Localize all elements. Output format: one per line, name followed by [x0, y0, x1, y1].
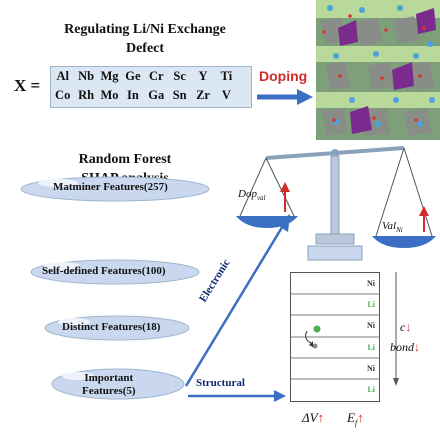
electronic-arrow-line	[184, 223, 286, 387]
ef-up-arrow: ↑	[357, 410, 364, 425]
feature-label-4-line-2: Features(5)	[82, 385, 136, 397]
feature-label-1: Matminer Features(257)	[53, 181, 168, 193]
feature-label-2: Self-defined Features(100)	[42, 265, 166, 277]
doping-label: Doping	[259, 68, 308, 84]
feature-label-4: Important Features(5)	[82, 372, 136, 398]
feature-disk-1	[20, 176, 210, 202]
title-line-2: Defect	[125, 41, 165, 56]
grey-atom	[312, 343, 318, 349]
dopant-row2-cell: V	[221, 88, 231, 102]
feature-label-4-line-1: Important	[84, 372, 134, 384]
dopant-row1-cell: Sc	[173, 69, 186, 83]
dopant-row2-cell: Ga	[148, 88, 165, 102]
dop-val-label: Dopval	[238, 188, 266, 202]
c-label: c↓	[400, 320, 411, 335]
feature-disk-2	[30, 259, 200, 285]
delta-v-up-arrow: ↑	[317, 410, 325, 425]
layer-lines	[291, 293, 379, 380]
bond-down-arrow: ↓	[414, 340, 420, 354]
balance-scale	[236, 146, 436, 261]
green-atom	[313, 325, 321, 333]
structural-label: Structural	[196, 377, 245, 389]
ef-sub: f	[354, 418, 358, 428]
dopant-row2-cell: Co	[55, 88, 71, 102]
dopant-row1-cell: Cr	[148, 69, 164, 83]
x-equals-label: X =	[14, 76, 41, 95]
structural-arrow	[188, 390, 286, 402]
dopant-row2-cell: Sn	[172, 88, 187, 102]
val-ni-sub: Ni	[396, 226, 403, 235]
dopant-row1-cell: Mg	[100, 69, 119, 83]
dopant-row1-cell: Al	[56, 69, 69, 83]
ef-base: E	[347, 410, 355, 425]
layer-cell-4: Li	[367, 343, 375, 352]
dopant-row1-cell: Y	[198, 69, 208, 83]
method-line-1: Random Forest	[78, 152, 172, 167]
ef-label: Ef↑	[347, 410, 364, 428]
layer-cell-5: Ni	[367, 364, 375, 373]
dopant-row2-cell: Zr	[196, 88, 210, 102]
doping-arrow	[257, 89, 313, 105]
dopant-row-2: Co Rh Mo In Ga Sn Zr V	[51, 86, 251, 105]
bond-label: bond↓	[390, 340, 420, 355]
c-down-arrow: ↓	[405, 320, 412, 334]
layer-stack: Ni Li Ni Li Ni Li	[290, 272, 380, 402]
c-label-text: c	[400, 320, 406, 334]
feature-disk-4	[51, 368, 185, 400]
dopant-row1-cell: Nb	[78, 69, 95, 83]
dopant-row1-cell: Ge	[125, 69, 141, 83]
title-line-1: Regulating Li/Ni Exchange	[64, 22, 226, 37]
bond-label-text: bond	[390, 340, 414, 354]
dopant-box: Al Nb Mg Ge Cr Sc Y Ti Co Rh Mo In Ga Sn Zr V	[50, 66, 252, 108]
diagram-title: Regulating Li/Ni Exchange Defect	[30, 20, 260, 58]
layer-cell-2: Li	[367, 300, 375, 309]
feature-disk-3	[44, 315, 190, 341]
side-annotation-lines	[393, 272, 399, 386]
dop-val-base: Dop	[238, 188, 257, 200]
dopant-row1-cell: Ti	[220, 69, 233, 83]
delta-v-label: ΔV↑	[302, 410, 324, 426]
layer-cell-3: Ni	[367, 321, 375, 330]
dopant-row2-cell: Rh	[78, 88, 95, 102]
dopant-row2-cell: Mo	[100, 88, 119, 102]
dopant-row2-cell: In	[126, 88, 139, 102]
val-ni-base: Val	[382, 220, 397, 232]
val-ni-label: ValNi	[382, 220, 403, 234]
feature-label-3: Distinct Features(18)	[62, 321, 161, 333]
crystal-structure-image	[316, 0, 440, 140]
dopant-row-1: Al Nb Mg Ge Cr Sc Y Ti	[51, 67, 251, 86]
layer-cell-6: Li	[367, 385, 375, 394]
delta-v-text: ΔV	[302, 410, 318, 425]
layer-cell-1: Ni	[367, 279, 375, 288]
dop-val-sub: val	[256, 194, 266, 203]
